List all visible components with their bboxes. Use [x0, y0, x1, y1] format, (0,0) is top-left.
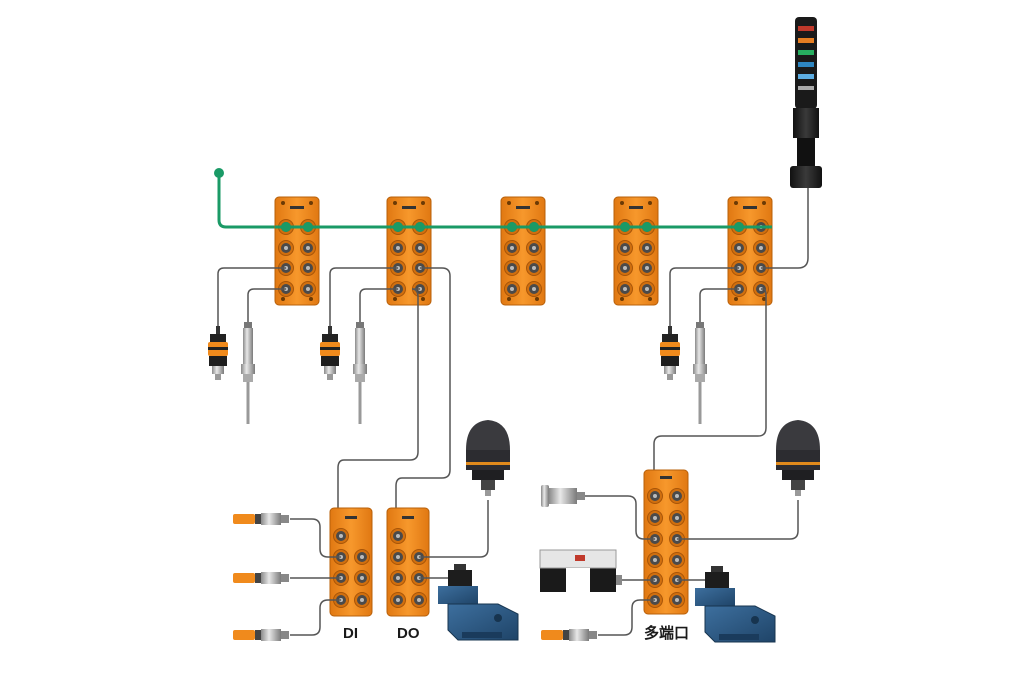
label-do: DO	[397, 625, 420, 642]
tower-cable	[761, 188, 809, 269]
cables-module-5	[653, 267, 767, 490]
pressure-sensor-2	[320, 326, 340, 380]
cylinder-sensor	[541, 485, 585, 507]
temperature-sensor-1	[241, 322, 255, 424]
temperature-sensor-3	[693, 322, 707, 424]
do-cables	[419, 500, 489, 579]
pressure-sensor-3	[660, 326, 680, 380]
fork-light-barrier	[539, 549, 622, 592]
multiport-cables	[582, 495, 799, 636]
solenoid-valve-1	[437, 563, 519, 641]
signal-beacon-2	[776, 420, 820, 496]
master-module-4	[614, 197, 658, 305]
di-hub-module	[329, 507, 373, 617]
label-di: DI	[343, 625, 358, 642]
cables-module-2	[329, 267, 451, 535]
inductive-sensor-1	[233, 513, 289, 525]
inductive-sensor-4	[541, 629, 597, 641]
bus-connection-dots	[275, 222, 772, 232]
temperature-sensor-2	[353, 322, 367, 424]
pressure-sensor-1	[208, 326, 228, 380]
label-multiport: 多端口	[644, 624, 689, 642]
multiport-hub-module	[643, 469, 689, 615]
signal-beacon-1	[466, 420, 510, 496]
signal-tower-light	[790, 17, 822, 188]
inductive-sensor-3	[233, 629, 289, 641]
master-module-3	[501, 197, 545, 305]
solenoid-valve-2	[694, 565, 776, 643]
cables-module-1	[217, 267, 286, 326]
do-hub-module	[386, 507, 430, 617]
di-sensor-cables	[290, 518, 341, 636]
inductive-sensor-2	[233, 572, 289, 584]
